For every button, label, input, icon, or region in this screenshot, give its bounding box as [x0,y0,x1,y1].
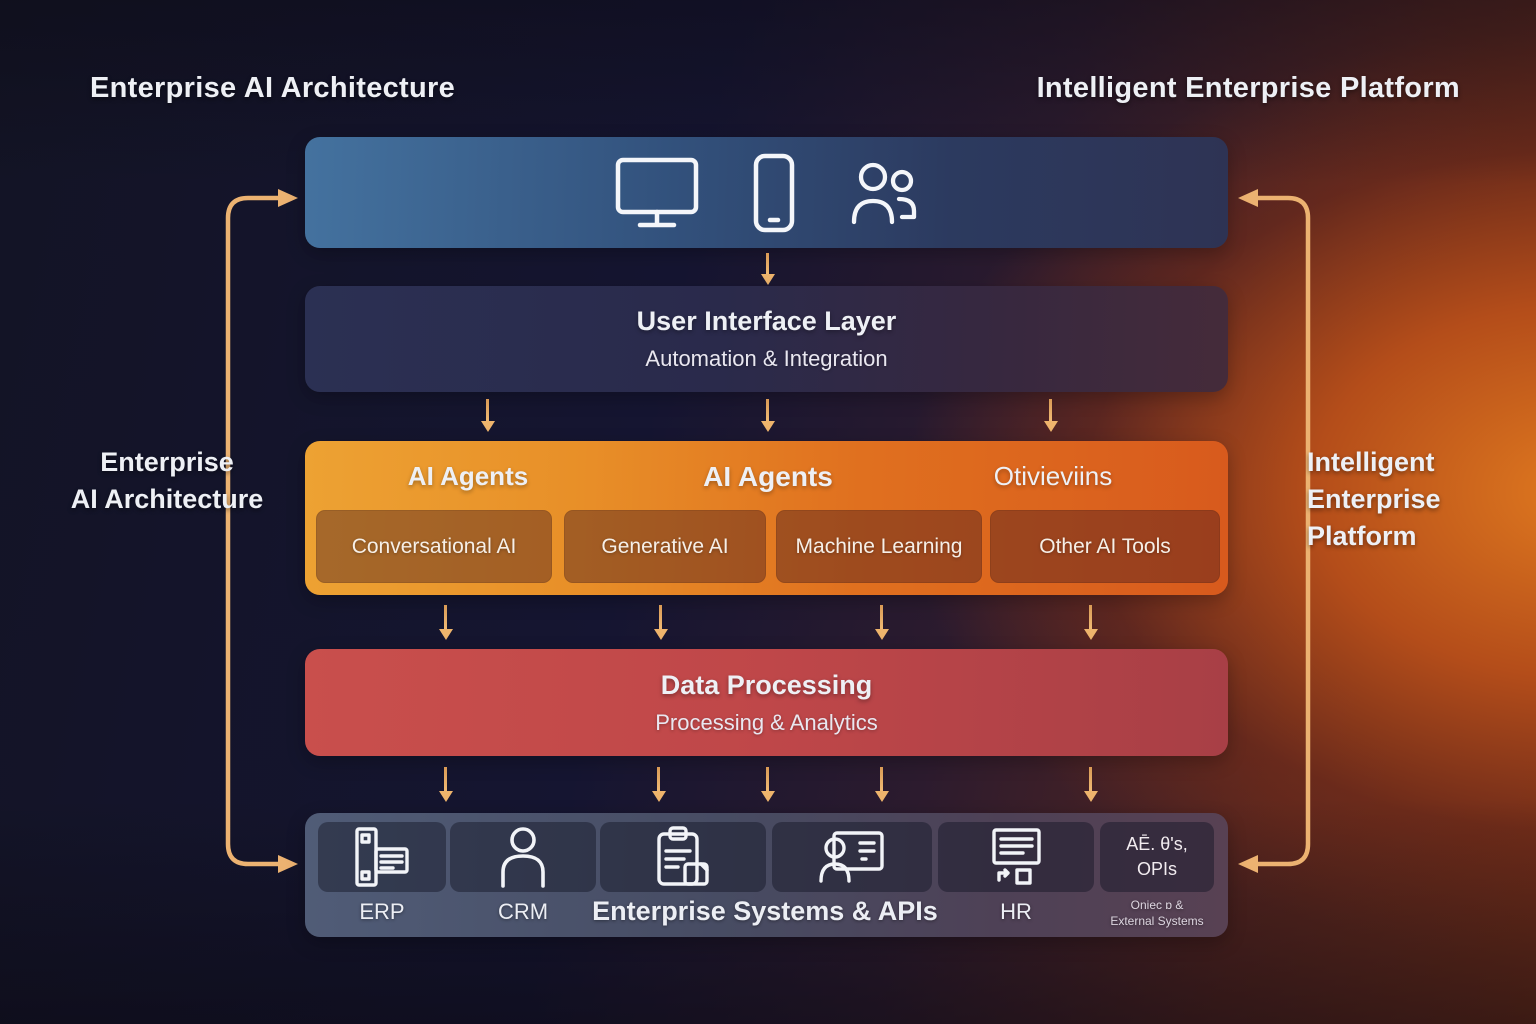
flow-arrow [880,605,883,629]
flow-arrow [444,767,447,791]
misc-tile-text-line1: AĒ. θ's, [1126,834,1188,854]
flow-arrow [766,399,769,421]
misc-tile-caption-line1: Oniec ɒ & [1130,898,1184,912]
ai-box-conversational: Conversational AI [316,510,552,583]
ai-agents-header-center: AI Agents [703,461,833,492]
monitor-icon [615,156,699,230]
crm-label: CRM [497,899,549,924]
flow-arrow [1049,399,1052,421]
page-title-right: Intelligent Enterprise Platform [1036,72,1460,104]
clipboard-icon [653,826,713,888]
flow-arrow [880,767,883,791]
page-title-left: Enterprise AI Architecture [90,72,456,104]
erp-icon [353,826,411,888]
ui-layer-title: User Interface Layer [636,306,897,336]
flow-arrow [766,767,769,791]
ai-box-other-tools: Other AI Tools [990,510,1220,583]
side-label-left: Enterprise AI Architecture [62,444,272,518]
flow-arrow [1089,767,1092,791]
person-icon [497,826,549,888]
side-label-left-line1: Enterprise [100,447,234,477]
crm-tile [450,822,596,892]
flow-arrow [486,399,489,421]
ai-agents-layer: AI Agents AI Agents Otivieviins Conversa… [305,441,1228,595]
hr-label: HR [1000,899,1032,924]
side-label-right-line3: Platform [1307,521,1417,551]
ui-layer: User Interface Layer Automation & Integr… [305,286,1228,392]
ui-layer-subtitle: Automation & Integration [645,346,888,371]
flow-arrow [444,605,447,629]
misc-systems-tile: AĒ. θ's, OPIs [1100,822,1214,892]
erp-label: ERP [359,899,405,924]
flow-arrow [1089,605,1092,629]
hr-tile [938,822,1094,892]
flow-arrow [657,767,660,791]
side-label-right-line2: Enterprise [1307,484,1441,514]
data-layer-title: Data Processing [660,669,873,700]
smartphone-icon [751,153,797,233]
right-bracket-arrow [1238,189,1311,873]
flow-arrow [659,605,662,629]
clipboard-tile [600,822,766,892]
left-bracket-arrow [225,189,298,873]
systems-main-label: Enterprise Systems & APIs [592,896,938,926]
erp-tile [318,822,446,892]
side-label-right: Intelligent Enterprise Platform [1307,444,1441,555]
document-icon [986,827,1046,887]
data-layer-subtitle: Processing & Analytics [655,709,878,735]
ai-box-generative: Generative AI [564,510,766,583]
contact-card-tile [772,822,932,892]
ai-agents-header-left: AI Agents [407,461,529,491]
side-label-right-line1: Intelligent [1307,447,1435,477]
data-processing-layer: Data Processing Processing & Analytics [305,649,1228,756]
devices-bar [305,137,1228,248]
ai-box-machine-learning: Machine Learning [776,510,982,583]
enterprise-systems-layer: AĒ. θ's, OPIs ERP CRM Enterprise Systems… [305,813,1228,937]
side-label-left-line2: AI Architecture [70,484,264,514]
contact-card-icon [818,829,886,885]
misc-tile-caption-line2: External Systems [1110,914,1204,928]
flow-arrow [766,253,769,274]
misc-tile-caption: Oniec ɒ & External Systems [1110,897,1203,929]
users-icon [849,160,919,226]
misc-tile-text-line2: OPIs [1136,859,1177,879]
ai-agents-header-right: Otivieviins [993,461,1113,491]
